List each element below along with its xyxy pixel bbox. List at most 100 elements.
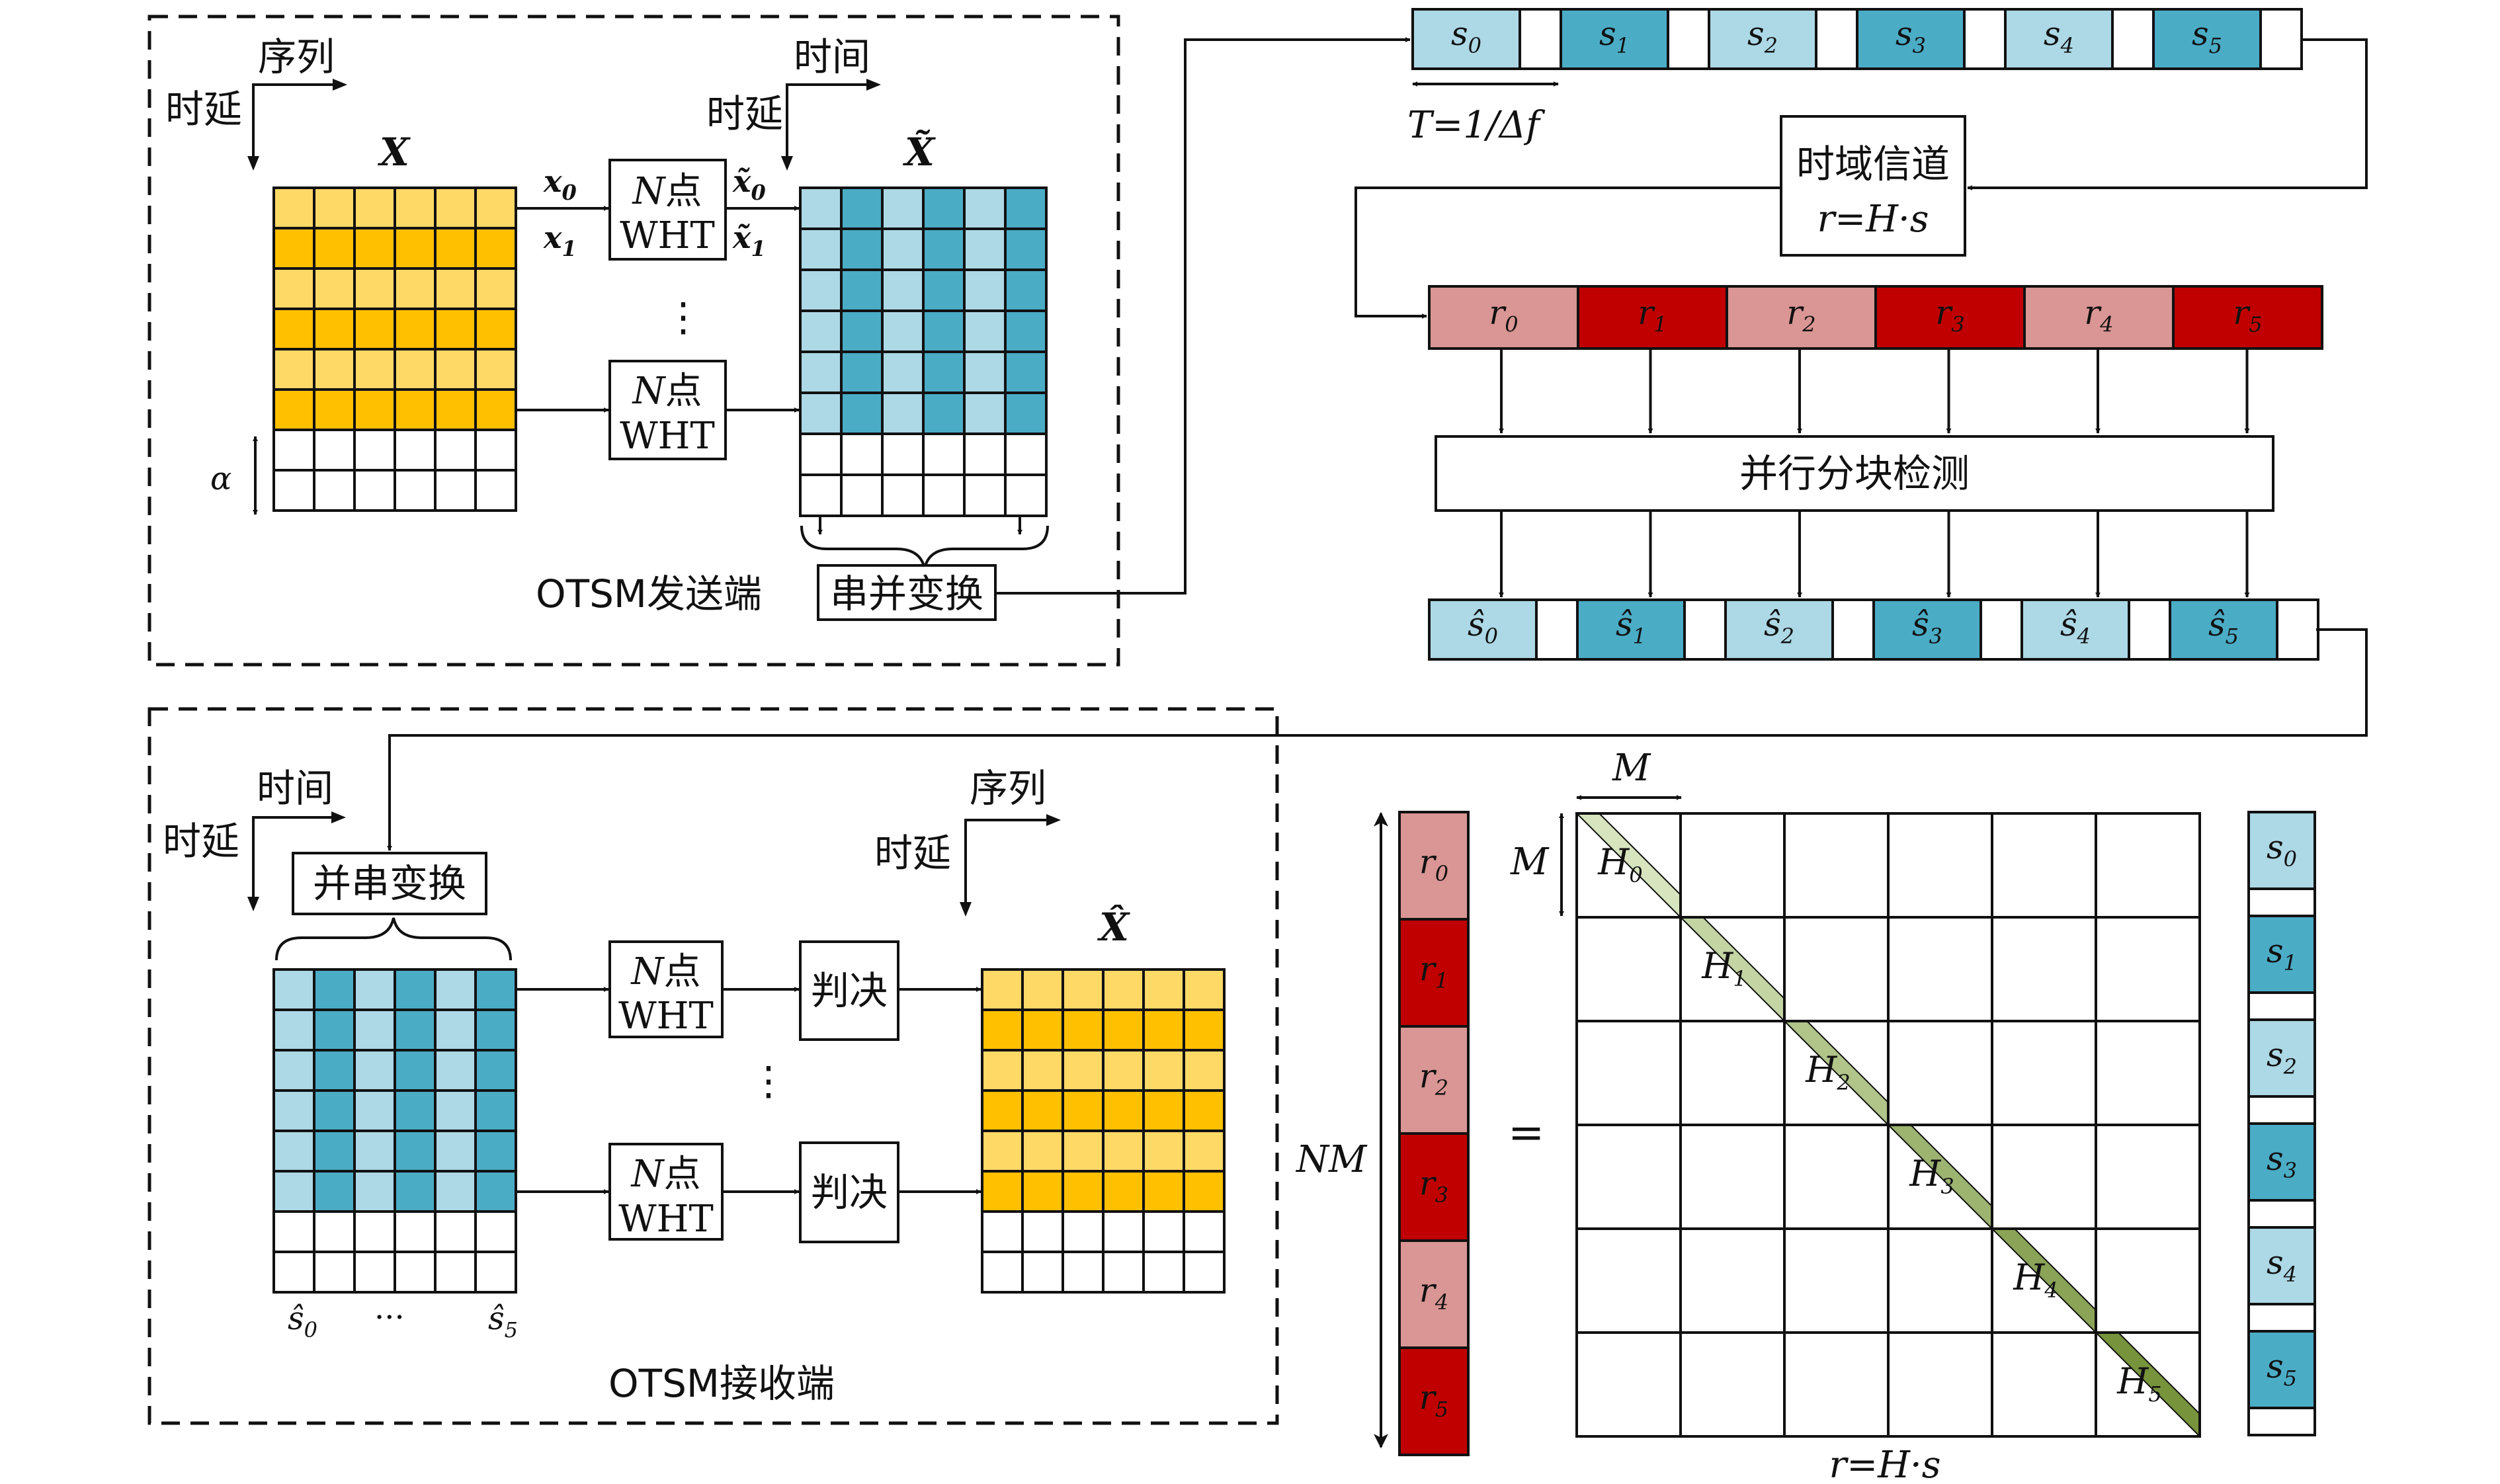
s-slot-label: s0 [1451, 15, 1481, 58]
rx-received-matrix [272, 968, 517, 1294]
s-slot [1411, 8, 1521, 70]
r-vector-cell [1398, 1346, 1470, 1456]
tx-dots: ⋮ [663, 294, 703, 341]
rx-received-matrix-cell [394, 1009, 437, 1051]
rx-received-matrix-cell [353, 1210, 396, 1253]
tx-wht-box-1-line1: N点 [632, 170, 702, 213]
s-slot [1708, 8, 1817, 70]
rx-received-matrix-cell [434, 1089, 477, 1132]
rx-axis-corner-2-head-y [960, 902, 972, 917]
tx-wht-box-2-line1: N点 [632, 370, 702, 413]
rx-received-matrix-cell [313, 1089, 356, 1132]
r-slot [2172, 285, 2323, 350]
rx-decide-box-2-label: 判决 [811, 1170, 888, 1215]
rx-decided-matrix-cell [1183, 968, 1226, 1011]
rx-decide-box-2 [799, 1141, 899, 1243]
shat-slot-label: ŝ4 [2060, 605, 2091, 649]
shat-gap [1535, 598, 1579, 661]
r-slot [1577, 285, 1728, 350]
r-slot-label: r3 [1935, 293, 1964, 337]
rx-axis-delay2-label: 时延 [874, 831, 951, 876]
rx-decided-matrix-cell [1021, 1009, 1064, 1051]
tx-matrix-cell [474, 227, 517, 270]
tx-x0-label: x0 [543, 163, 577, 205]
tx-matrix-cell [434, 429, 477, 472]
r-vector-cell [1398, 1132, 1470, 1242]
r-vector-cell [1398, 811, 1470, 921]
rx-decide-box-1 [799, 940, 899, 1041]
rx-decided-matrix-cell [1102, 1251, 1145, 1294]
tx-matrix-cell [353, 308, 396, 350]
rx-decided-matrix-cell [1183, 1009, 1226, 1051]
tx-matrix-cell [353, 469, 396, 512]
rx-wht-box-2-line2: WHT [618, 1198, 714, 1241]
rx-decided-matrix-cell [1142, 1089, 1185, 1132]
tx-matrix-cell [434, 348, 477, 391]
rx-shat5-label: ŝ5 [488, 1300, 518, 1342]
rx-axis-seq-label: 序列 [970, 766, 1046, 811]
rx-received-matrix-cell [353, 1251, 396, 1294]
s-gap [1519, 8, 1562, 70]
tx-wht-matrix-cell [922, 309, 966, 353]
tx-matrix-cell [394, 429, 437, 472]
tx-matrix-cell [313, 469, 356, 512]
s-vector-gap [2247, 991, 2316, 1021]
r-slot-label: r0 [1489, 293, 1518, 337]
tx-wht-matrix-cell [1004, 392, 1048, 435]
rx-axis-delay-label: 时延 [163, 819, 239, 864]
rx-decided-matrix-cell [981, 1009, 1024, 1051]
rx-decided-matrix-cell [1062, 1049, 1104, 1092]
h-matrix-cell [1991, 812, 2097, 919]
equals-sign: = [1508, 1107, 1544, 1158]
s-slot [1856, 8, 1966, 70]
h-matrix-cell [1679, 1331, 1786, 1438]
shat-slot [2169, 598, 2278, 661]
rx-received-matrix-cell [474, 1130, 517, 1173]
rx-received-matrix-cell [272, 1130, 315, 1173]
rx-decided-matrix-cell [1102, 1009, 1145, 1051]
r-vector-label: r2 [1419, 1057, 1448, 1100]
tx-matrix-cell [434, 308, 477, 350]
s-vector-label: s2 [2267, 1036, 2297, 1079]
rx-decided-matrix-cell [1183, 1251, 1226, 1294]
m-left-label: M [1510, 841, 1550, 884]
h-matrix-cell [1679, 1227, 1786, 1334]
tx-wht-box-2-line2: WHT [620, 415, 715, 458]
h-block-label: H3 [1909, 1153, 1954, 1199]
tx-tilde-matrix-label: X̃ [902, 129, 936, 175]
rx-axis-corner-2-head-x [1046, 814, 1061, 826]
h-block-label: H2 [1805, 1049, 1850, 1095]
channel-box-line1: 时域信道 [1796, 142, 1950, 186]
tx-axis-seq-label: 序列 [258, 34, 335, 79]
rx-decided-matrix-cell [1021, 1130, 1064, 1173]
tx-wht-matrix-cell [799, 186, 843, 230]
r-slot [1428, 285, 1579, 350]
shat-gap [1831, 598, 1875, 661]
s-gap [1667, 8, 1710, 70]
r-vector-label: r5 [1419, 1378, 1448, 1422]
s-slot-label: s1 [1599, 15, 1630, 58]
rx-decided-matrix-cell [1183, 1170, 1226, 1213]
shat-slot [1724, 598, 1834, 661]
tx-matrix-cell [394, 308, 437, 350]
tx-matrix-cell [272, 227, 315, 270]
h-block-label: H1 [1701, 945, 1746, 991]
tx-label: OTSM发送端 [536, 571, 762, 616]
chain-arrows [1499, 349, 2250, 598]
tx-matrix-cell [353, 186, 396, 229]
rx-received-matrix-cell [353, 1130, 396, 1173]
rx-decided-matrix-cell [1062, 1210, 1104, 1253]
rx-decided-matrix-cell [981, 1049, 1024, 1092]
connectors [387, 37, 2368, 851]
tx-matrix-cell [394, 227, 437, 270]
tx-wht-matrix-cell [1004, 309, 1048, 353]
tx-x1-label: x1 [543, 220, 577, 261]
h-matrix-cell [2095, 916, 2201, 1022]
tx-wht-matrix-cell [963, 268, 1007, 312]
s-vector-gap [2247, 1095, 2316, 1125]
tx-sp-convert-label: 串并变换 [830, 571, 983, 616]
